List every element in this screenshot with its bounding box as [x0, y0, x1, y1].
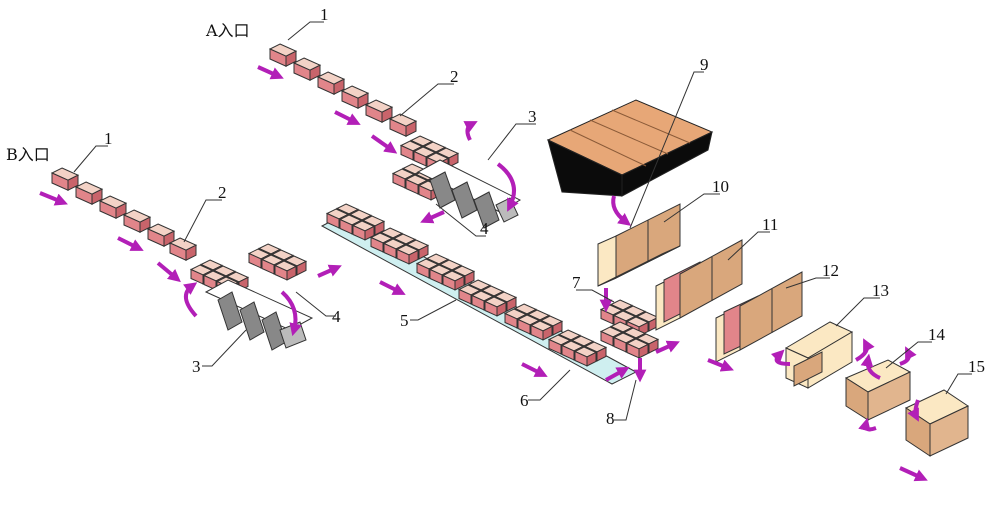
callout-9: 9 — [700, 55, 709, 74]
callout-3a: 3 — [528, 107, 537, 126]
turned-boxes-b — [273, 260, 298, 281]
callout-11: 11 — [762, 215, 778, 234]
callout-13: 13 — [872, 281, 889, 300]
callout-1b: 1 — [104, 129, 113, 148]
callout-7: 7 — [572, 273, 581, 292]
callout-14: 14 — [928, 325, 946, 344]
entrance-a-box-line — [268, 43, 418, 138]
callout-4b: 4 — [332, 307, 341, 326]
cardboard-stage-10 — [597, 203, 681, 287]
callout-5: 5 — [400, 311, 409, 330]
entrance-b-label: B入口 — [6, 145, 50, 164]
entrance-a-label: A入口 — [205, 21, 250, 40]
callout-1a: 1 — [320, 5, 329, 24]
entrance-b-box-line — [50, 167, 198, 262]
box-folding-13 — [784, 321, 854, 389]
cardboard-stage-11 — [655, 239, 743, 331]
pallet-group — [483, 296, 508, 317]
black-cover-9 — [546, 99, 714, 197]
stacked-pallet — [625, 338, 650, 359]
box-15 — [904, 389, 970, 457]
product-box — [122, 209, 152, 234]
cardboard-stage-12 — [715, 271, 803, 363]
product-box — [98, 195, 128, 220]
product-box — [292, 57, 322, 82]
box-14 — [844, 359, 912, 421]
callout-2b: 2 — [218, 183, 227, 202]
product-box — [364, 99, 394, 124]
product-box — [146, 223, 176, 248]
callout-12: 12 — [822, 261, 839, 280]
callout-15: 15 — [968, 357, 985, 376]
product-box — [74, 181, 104, 206]
pallet-group — [529, 320, 554, 341]
product-box — [168, 237, 198, 262]
callout-10: 10 — [712, 177, 729, 196]
pallet-group — [441, 270, 466, 291]
product-box — [388, 113, 418, 138]
product-box — [268, 43, 298, 68]
callout-2a: 2 — [450, 67, 459, 86]
callout-4a: 4 — [480, 219, 489, 238]
flow-arrow-icon — [39, 65, 928, 482]
pallet-group — [573, 346, 598, 367]
callout-8: 8 — [606, 409, 615, 428]
product-box — [316, 71, 346, 96]
pallet-groups — [189, 135, 660, 367]
callout-3b: 3 — [192, 357, 201, 376]
rotate-arrow-icon — [183, 121, 920, 432]
product-box — [340, 85, 370, 110]
callout-6: 6 — [520, 391, 529, 410]
callout-leaders — [73, 21, 972, 421]
pallet-group — [395, 244, 420, 265]
pallet-group — [351, 220, 376, 241]
